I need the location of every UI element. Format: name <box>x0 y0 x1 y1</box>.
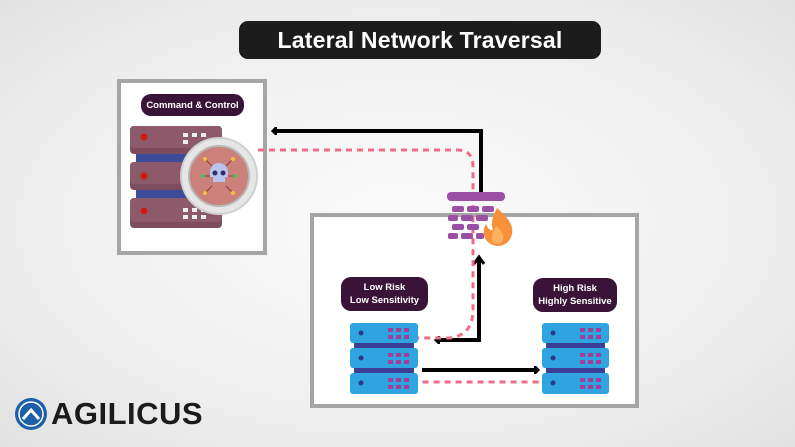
agilicus-logo: AGILICUS <box>14 396 203 432</box>
low-risk-label: Low Risk Low Sensitivity <box>341 277 428 311</box>
low-risk-label-line1: Low Risk <box>363 282 406 293</box>
exfiltration-arrow <box>273 131 483 193</box>
brand-name: AGILICUS <box>51 396 204 431</box>
flame-icon <box>483 208 513 246</box>
firewall-icon <box>447 192 505 239</box>
flame-inner-icon <box>491 226 504 244</box>
high-risk-label: High Risk Highly Sensitive <box>533 278 617 312</box>
diagram-title: Lateral Network Traversal <box>239 21 601 59</box>
agilicus-logo-icon <box>15 398 47 430</box>
low-risk-server-icon <box>350 323 418 394</box>
command-control-label: Command & Control <box>141 94 244 116</box>
firewall-up-arrowhead <box>472 254 486 265</box>
command-control-label-text: Command & Control <box>146 99 239 111</box>
high-risk-label-line1: High Risk <box>553 283 597 294</box>
high-risk-label-line2: Highly Sensitive <box>538 296 612 307</box>
skull-magnifier-icon <box>180 137 258 215</box>
high-risk-server-icon <box>542 323 609 394</box>
low-risk-label-line2: Low Sensitivity <box>349 295 420 306</box>
firewall-to-low-risk-arrow <box>436 258 481 340</box>
